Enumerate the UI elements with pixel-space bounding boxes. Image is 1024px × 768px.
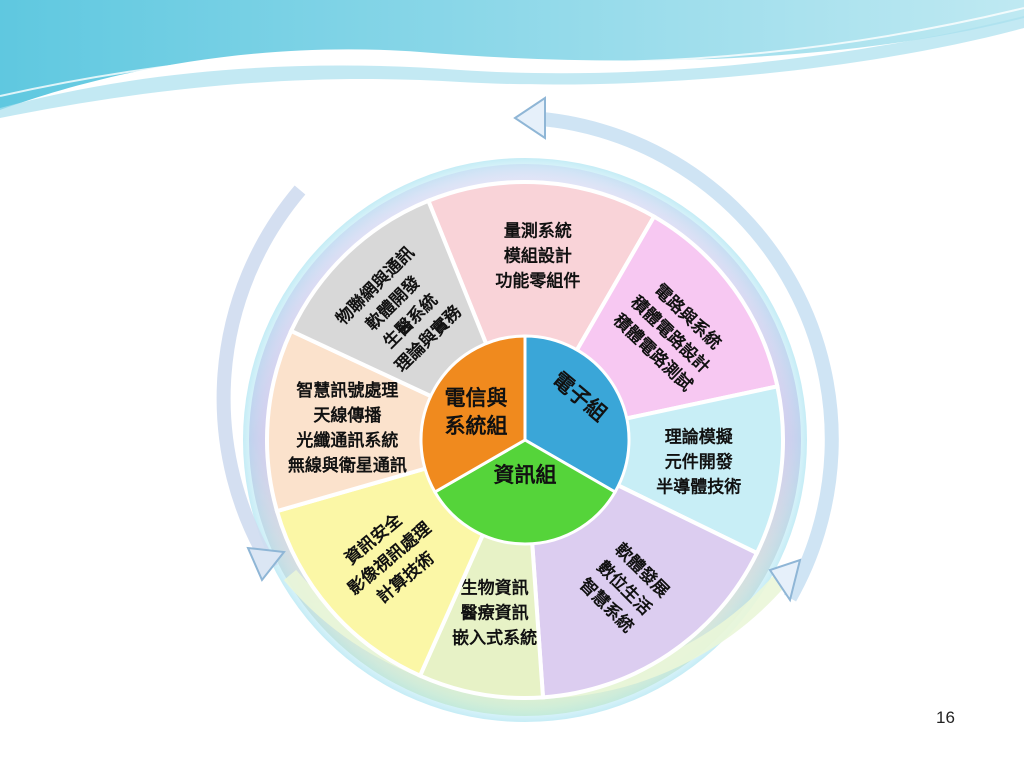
wedge-telecom	[419, 334, 527, 495]
segment-label-line: 理論模擬	[665, 426, 734, 447]
center-pie: 電信與系統組電子組資訊組	[419, 334, 631, 546]
segment-label-line: 模組設計	[504, 245, 572, 266]
segment-label-line: 生物資訊	[461, 577, 529, 598]
segment-label-line: 半導體技術	[656, 476, 741, 497]
page-number: 16	[936, 708, 955, 727]
segment-label-line: 光纖通訊系統	[295, 430, 398, 451]
segment-label-line: 功能零組件	[495, 270, 580, 291]
segment-label-line: 嵌入式系統	[452, 627, 537, 648]
segment-label-line: 智慧訊號處理	[296, 380, 398, 401]
segment-label-theory: 理論模擬元件開發半導體技術	[656, 426, 741, 497]
group-label-information: 資訊組	[494, 462, 557, 487]
segment-label-signal: 智慧訊號處理天線傳播光纖通訊系統無線與衛星通訊	[288, 380, 407, 476]
segment-label-measurement: 量測系統模組設計功能零組件	[495, 220, 580, 291]
segment-label-line: 無線與衛星通訊	[288, 455, 407, 476]
group-label-telecom-line: 系統組	[445, 413, 508, 438]
group-label-information-line: 資訊組	[494, 462, 557, 487]
segment-label-line: 元件開發	[665, 451, 733, 472]
segment-label-bio: 生物資訊醫療資訊嵌入式系統	[452, 577, 537, 648]
header-wave-decoration	[0, 0, 1024, 118]
segment-label-line: 醫療資訊	[461, 602, 529, 623]
segment-label-line: 天線傳播	[313, 405, 382, 426]
segment-label-line: 量測系統	[504, 220, 572, 241]
group-label-telecom-line: 電信與	[445, 385, 508, 410]
group-label-telecom: 電信與系統組	[445, 385, 508, 438]
wedge-electronics	[523, 334, 631, 495]
